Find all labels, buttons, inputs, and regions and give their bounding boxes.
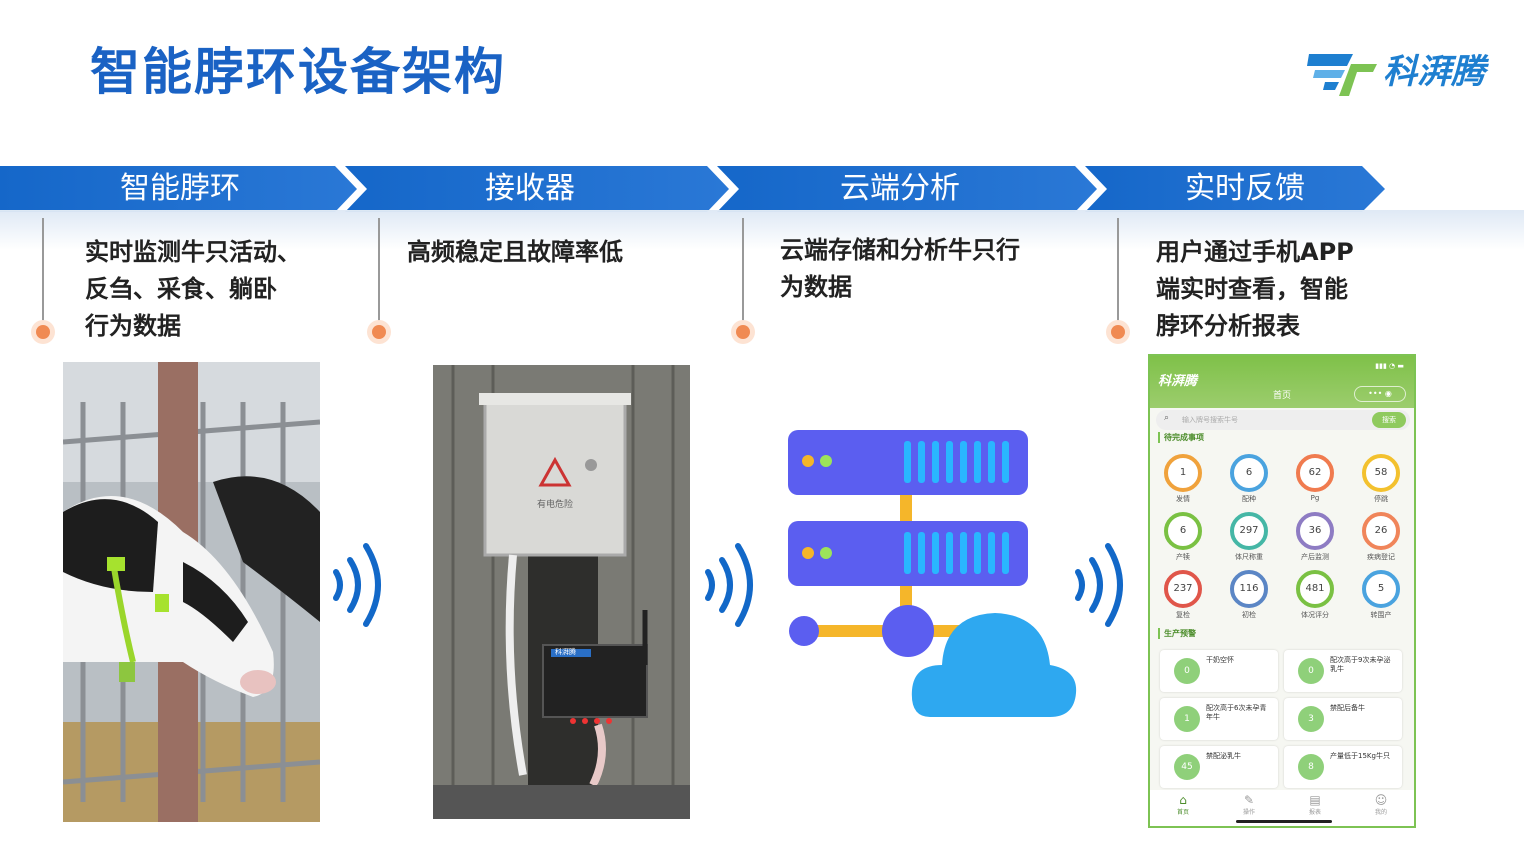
todo-ring-label: 疾病登记 bbox=[1367, 553, 1395, 561]
warning-label: 配次高于6次未孕青年牛 bbox=[1206, 704, 1267, 721]
timeline-line bbox=[378, 218, 380, 326]
todo-ring-button[interactable]: 5 bbox=[1362, 570, 1400, 608]
home-icon: ⌂ bbox=[1179, 793, 1187, 807]
warning-count: 8 bbox=[1298, 754, 1324, 780]
warning-card[interactable]: 0 干奶空怀 bbox=[1160, 650, 1278, 692]
todo-section-title: 待完成事项 bbox=[1158, 432, 1204, 443]
todo-ring-label: 体尺称重 bbox=[1235, 553, 1263, 561]
timeline-line bbox=[742, 218, 744, 326]
todo-ring-button[interactable]: 26 bbox=[1362, 512, 1400, 550]
warning-count: 0 bbox=[1174, 658, 1200, 684]
todo-ring-label: 产犊 bbox=[1176, 553, 1190, 561]
timeline-dot bbox=[36, 325, 50, 339]
warning-label: 配次高于9次未孕泌乳牛 bbox=[1330, 656, 1391, 673]
todo-ring-button[interactable]: 297 bbox=[1230, 512, 1268, 550]
todo-ring-label: 复检 bbox=[1176, 611, 1190, 619]
band-glow bbox=[0, 210, 1524, 250]
logo-text: 科湃腾 bbox=[1383, 52, 1485, 92]
warning-label: 禁配后备牛 bbox=[1330, 704, 1365, 712]
search-button[interactable]: 搜索 bbox=[1372, 412, 1406, 428]
todo-ring-label: 产后监测 bbox=[1301, 553, 1329, 561]
todo-ring-button[interactable]: 237 bbox=[1164, 570, 1202, 608]
signal-wave-icon bbox=[333, 543, 381, 627]
todo-ring-label: 体况评分 bbox=[1301, 611, 1329, 619]
logo-mark-icon bbox=[1307, 54, 1377, 96]
todo-ring-label: 初检 bbox=[1242, 611, 1256, 619]
todo-ring-button[interactable]: 116 bbox=[1230, 570, 1268, 608]
band-segment-3 bbox=[717, 166, 1097, 212]
app-header-title: 首页 bbox=[1272, 391, 1291, 401]
todo-ring-label: 转围产 bbox=[1370, 611, 1392, 619]
warning-count: 45 bbox=[1174, 754, 1200, 780]
search-placeholder: 输入牌号搜索牛号 bbox=[1182, 416, 1238, 424]
warning-label: 产量低于15Kg牛只 bbox=[1330, 752, 1390, 760]
mobile-app-screenshot: 科湃腾 首页 ▮▮▮ ◔ ▬ ••• ◉ ⌕ 输入牌号搜索牛号 搜索 待完成事项… bbox=[1148, 354, 1416, 828]
receiver-photo: 有电危险 科湃腾 bbox=[433, 365, 690, 819]
timeline-line bbox=[42, 218, 44, 326]
warning-section-title: 生产预警 bbox=[1158, 628, 1196, 639]
band-segment-2 bbox=[345, 166, 729, 212]
stage-description-receiver: 高频稳定且故障率低 bbox=[407, 238, 623, 266]
warning-count: 0 bbox=[1298, 658, 1324, 684]
wrench-icon: ✎ bbox=[1243, 793, 1255, 807]
warning-label: 干奶空怀 bbox=[1206, 656, 1234, 664]
warning-label: 禁配泌乳牛 bbox=[1206, 752, 1241, 760]
signal-wave-icon bbox=[705, 543, 753, 627]
stage-label-cloud: 云端分析 bbox=[840, 171, 960, 206]
tab-operate[interactable]: ✎操作 bbox=[1234, 793, 1264, 816]
mini-program-menu-button[interactable]: ••• ◉ bbox=[1354, 386, 1406, 402]
app-header: 科湃腾 首页 ▮▮▮ ◔ ▬ ••• ◉ bbox=[1150, 356, 1414, 408]
warning-card[interactable]: 8 产量低于15Kg牛只 bbox=[1284, 746, 1402, 788]
app-logo: 科湃腾 bbox=[1158, 374, 1198, 389]
todo-ring-button[interactable]: 36 bbox=[1296, 512, 1334, 550]
search-icon: ⌕ bbox=[1164, 413, 1170, 423]
stage-label-collar: 智能脖环 bbox=[120, 171, 240, 206]
todo-ring-label: 配种 bbox=[1242, 495, 1256, 503]
todo-ring-label: 发情 bbox=[1176, 495, 1190, 503]
receiver-warning-label: 有电危险 bbox=[536, 500, 573, 510]
warning-count: 1 bbox=[1174, 706, 1200, 732]
todo-ring-button[interactable]: 58 bbox=[1362, 454, 1400, 492]
status-bar-icon: ▮▮▮ ◔ ▬ bbox=[1375, 362, 1404, 370]
brand-logo: 科湃腾 bbox=[1305, 40, 1500, 102]
todo-ring-label: 停跳 bbox=[1374, 495, 1388, 503]
timeline-dot bbox=[736, 325, 750, 339]
band-segment-1 bbox=[0, 166, 357, 212]
todo-ring-button[interactable]: 6 bbox=[1230, 454, 1268, 492]
stage-description-collar: 实时监测牛只活动、 反刍、采食、躺卧 行为数据 bbox=[85, 238, 301, 340]
todo-ring-button[interactable]: 481 bbox=[1296, 570, 1334, 608]
warning-card[interactable]: 1 配次高于6次未孕青年牛 bbox=[1160, 698, 1278, 740]
page-title: 智能脖环设备架构 bbox=[90, 43, 506, 101]
cloud-server-icon bbox=[788, 430, 1077, 717]
band-segment-4 bbox=[1085, 166, 1385, 212]
tab-home[interactable]: ⌂首页 bbox=[1168, 793, 1198, 816]
cow-photo bbox=[63, 362, 320, 822]
clipboard-icon: ▤ bbox=[1309, 793, 1321, 807]
todo-ring-button[interactable]: 62 bbox=[1296, 454, 1334, 492]
receiver-brand-label: 科湃腾 bbox=[555, 648, 576, 656]
app-tab-bar: ⌂首页 ✎操作 ▤报表 ☺我的 bbox=[1150, 790, 1414, 826]
signal-wave-icon bbox=[1075, 543, 1123, 627]
tab-report[interactable]: ▤报表 bbox=[1300, 793, 1330, 816]
timeline-line bbox=[1117, 218, 1119, 326]
todo-ring-button[interactable]: 1 bbox=[1164, 454, 1202, 492]
user-icon: ☺ bbox=[1374, 793, 1388, 807]
todo-ring-label: Pg bbox=[1310, 494, 1320, 502]
process-band bbox=[0, 166, 1385, 212]
warning-card[interactable]: 45 禁配泌乳牛 bbox=[1160, 746, 1278, 788]
home-indicator bbox=[1236, 820, 1332, 823]
warning-card[interactable]: 3 禁配后备牛 bbox=[1284, 698, 1402, 740]
timeline-dot bbox=[372, 325, 386, 339]
warning-card[interactable]: 0 配次高于9次未孕泌乳牛 bbox=[1284, 650, 1402, 692]
timeline-dot bbox=[1111, 325, 1125, 339]
stage-description-cloud: 云端存储和分析牛只行 为数据 bbox=[780, 236, 1020, 301]
tab-mine[interactable]: ☺我的 bbox=[1366, 793, 1396, 816]
app-search-bar[interactable]: ⌕ 输入牌号搜索牛号 搜索 bbox=[1156, 410, 1410, 430]
stage-label-receiver: 接收器 bbox=[485, 171, 575, 206]
stage-description-feedback: 用户通过手机APP 端实时查看，智能 脖环分析报表 bbox=[1156, 238, 1354, 340]
warning-count: 3 bbox=[1298, 706, 1324, 732]
todo-ring-button[interactable]: 6 bbox=[1164, 512, 1202, 550]
stage-label-feedback: 实时反馈 bbox=[1185, 171, 1305, 206]
